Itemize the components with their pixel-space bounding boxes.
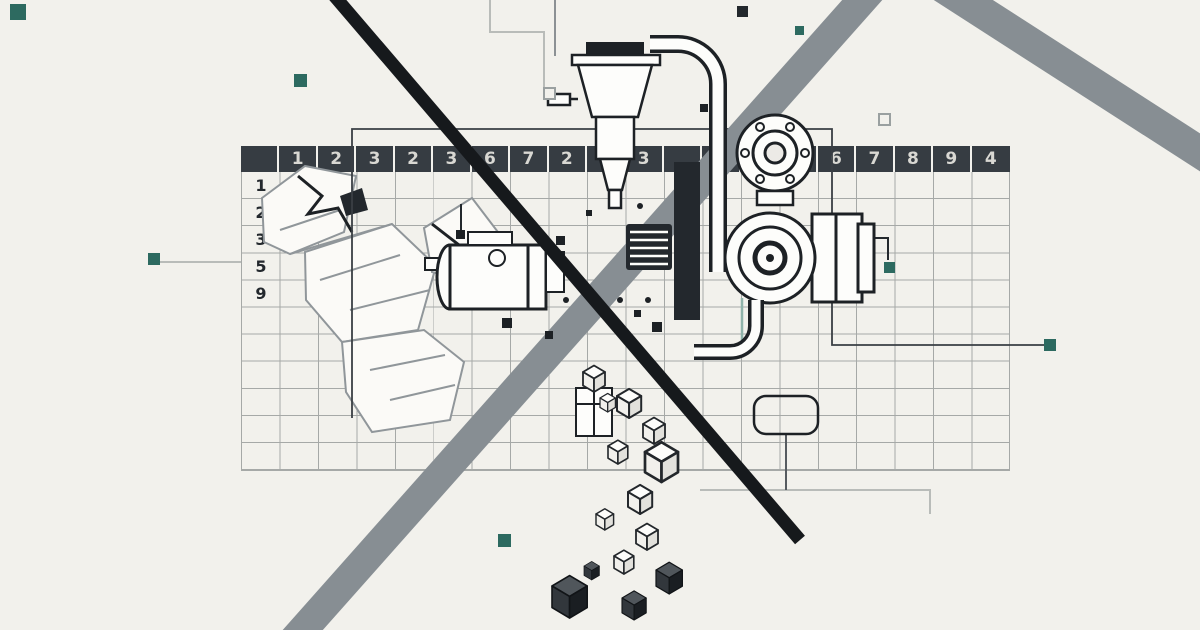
grid-header-number: 3	[637, 148, 650, 169]
grid-header-number: 7	[868, 148, 881, 169]
dark-accent-square	[737, 6, 748, 17]
grid-header-cell: 1	[279, 146, 318, 172]
grid-header-cell	[587, 146, 626, 172]
grid-header-number: 6	[483, 148, 496, 169]
grid-header-cell: 3	[356, 146, 395, 172]
grid-header-number: 9	[945, 148, 958, 169]
grid-header-cell	[779, 146, 818, 172]
grid-header-number: 2	[330, 148, 343, 169]
grid-header-cell: 2	[395, 146, 434, 172]
grid-row-number: 3	[255, 230, 267, 250]
grid-header-row: 1 2 3 2 3 6 7 2 3 6 7 8 9 4	[241, 146, 1010, 172]
grid-header-cell: 3	[433, 146, 472, 172]
grid-header-cell: 3	[626, 146, 664, 172]
grid-body: 1 2 3 5 9	[241, 172, 1010, 471]
grid-header-number: 4	[984, 148, 997, 169]
grid-header-cell: 9	[933, 146, 972, 172]
grid-row-number: 9	[255, 284, 267, 304]
grid-header-cell	[741, 146, 780, 172]
outlined-squares	[543, 87, 891, 126]
grid-header-cell: 6	[472, 146, 511, 172]
grid-header-cell: 2	[549, 146, 588, 172]
grid-header-cell: 6	[818, 146, 857, 172]
grid-row-numbers: 1 2 3 5 9	[242, 172, 280, 307]
grid-row-number: 2	[255, 203, 267, 223]
grid-header-cell	[664, 146, 703, 172]
grid-header-number: 6	[830, 148, 842, 169]
grid-header-cell: 2	[318, 146, 357, 172]
grid-header-number: 2	[407, 148, 419, 169]
grid-header-number: 2	[560, 148, 573, 169]
grid-row-number: 1	[255, 176, 267, 196]
grid-row-number: 5	[255, 257, 267, 277]
grid-header-cell: 4	[972, 146, 1010, 172]
grid-header-number: 7	[522, 148, 535, 169]
grid-header-cell	[241, 146, 280, 172]
grid-header-number: 8	[906, 148, 919, 169]
grid-header-cell	[702, 146, 741, 172]
grid-header-cell: 8	[895, 146, 934, 172]
engineering-grid: 1 2 3 2 3 6 7 2 3 6 7 8 9 4 1 2 3 5	[241, 146, 1010, 471]
grid-header-number: 3	[368, 148, 381, 169]
grid-header-cell: 7	[856, 146, 895, 172]
grid-header-number: 3	[445, 148, 458, 169]
grid-header-number: 1	[291, 148, 304, 169]
grid-header-cell: 7	[510, 146, 549, 172]
